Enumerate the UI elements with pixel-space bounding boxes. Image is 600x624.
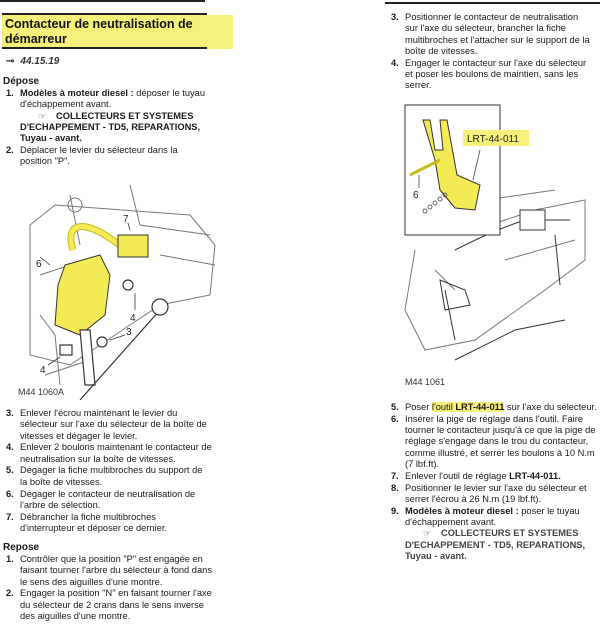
list-item: 4. Engager le contacteur sur l'axe du sél… — [385, 58, 593, 92]
item-text: sur l'axe du sélecteur. — [504, 402, 597, 412]
item-text: Dégager la fiche multibroches du support… — [20, 465, 203, 487]
figure-setting-tool: LRT-44-011 6 — [404, 104, 586, 361]
callout-label: 3 — [126, 327, 132, 338]
item-number: 6. — [391, 413, 399, 424]
list-item: 1. Contrôler que la position "P" est enga… — [0, 554, 212, 588]
item-number: 5. — [391, 402, 399, 412]
list-item: 7. Débrancher la fiche multibroches d'int… — [0, 512, 212, 535]
depose-list-continued: 3. Enlever l'écrou maintenant le levier d… — [0, 408, 212, 535]
item-number: 8. — [391, 482, 399, 493]
title-rule-top — [2, 13, 207, 15]
item-number: 7. — [391, 470, 399, 481]
repose-list-final: 5. Poser l'outil LRT-44-011 sur l'axe du … — [385, 402, 597, 563]
list-item: 6. Insérer la pige de réglage dans l'outi… — [385, 414, 597, 470]
figure-caption: M44 1061 — [405, 377, 446, 387]
item-number: 4. — [6, 442, 14, 453]
repose-list: 1. Contrôler que la position "P" est enga… — [0, 554, 212, 623]
item-text: Positionner le levier sur l'axe du sélec… — [405, 482, 587, 504]
item-text: Engager la position "N" en faisant tourn… — [20, 588, 212, 621]
list-item: 2. Déplacer le levier du sélecteur dans l… — [0, 145, 208, 168]
list-item: 5. Dégager la fiche multibroches du suppo… — [0, 465, 212, 488]
callout-label: 6 — [36, 259, 42, 270]
wrench-icon: ⊸ — [6, 56, 15, 67]
item-number: 1. — [6, 88, 14, 98]
list-item: 9. Modèles à moteur diesel : poser le tuy… — [385, 506, 597, 562]
item-text: Poser — [405, 402, 432, 412]
item-number: 7. — [6, 511, 14, 522]
item-text: Insérer la pige de réglage dans l'outil.… — [405, 413, 596, 469]
list-item: 5. Poser l'outil LRT-44-011 sur l'axe du … — [385, 402, 597, 413]
list-item: 6. Dégager le contacteur de neutralisatio… — [0, 489, 212, 512]
cross-reference-link[interactable]: COLLECTEURS ET SYSTEMES D'ECHAPPEMENT - … — [20, 110, 201, 144]
list-item: 2. Engager la position "N" en faisant tou… — [0, 588, 212, 622]
item-text: Dégager le contacteur de neutralisation … — [20, 488, 196, 510]
item-text: Contrôler que la position "P" est engagé… — [20, 554, 212, 587]
item-number: 2. — [6, 588, 14, 599]
item-number: 2. — [6, 144, 14, 155]
tool-label: LRT-44-011 — [467, 134, 519, 145]
item-text: Engager le contacteur sur l'axe du sélec… — [405, 57, 587, 91]
item-text: l'outil — [431, 402, 456, 412]
depose-heading: Dépose — [3, 76, 40, 87]
item-number: 9. — [391, 505, 399, 516]
item-number: 5. — [6, 465, 14, 476]
depose-list: 1. Modèles à moteur diesel : déposer le t… — [0, 88, 208, 168]
item-text: poser le tuyau d'échappement avant. — [405, 505, 580, 527]
pointing-hand-icon: ☞ — [38, 110, 47, 121]
callout-label: 4 — [130, 313, 136, 324]
item-bold: Modèles à moteur diesel : — [405, 505, 519, 516]
item-number: 4. — [391, 57, 399, 68]
item-text: Enlever l'écrou maintenant le levier du … — [20, 408, 207, 441]
multi-pin-connector — [117, 234, 149, 258]
title-rule-bottom — [2, 47, 207, 49]
callout-label: 7 — [123, 214, 129, 225]
list-item: 1. Modèles à moteur diesel : déposer le t… — [0, 88, 208, 144]
item-number: 1. — [6, 554, 14, 564]
figure-neutral-switch: 6 7 4 3 4 — [29, 185, 216, 400]
highlighted-tool-ref: l'outil LRT-44-011 — [431, 402, 505, 412]
item-text: Enlever l'outil de réglage — [405, 470, 510, 481]
page-title: Contacteur de neutralisation de démarreu… — [2, 15, 233, 49]
cross-reference-link[interactable]: COLLECTEURS ET SYSTEMES D'ECHAPPEMENT - … — [405, 528, 586, 561]
item-bold: Modèles à moteur diesel : — [20, 88, 134, 98]
callout-label: 6 — [413, 190, 419, 201]
operation-number: 44.15.19 — [20, 56, 60, 67]
item-number: 6. — [6, 488, 14, 499]
list-item: 3. Positionner le contacteur de neutralis… — [385, 12, 593, 57]
callout-label: 4 — [40, 365, 46, 376]
top-rule-left — [0, 0, 205, 2]
item-text: Débrancher la fiche multibroches d'inter… — [20, 511, 167, 533]
list-item: 4. Enlever 2 boulons maintenant le contac… — [0, 442, 212, 465]
tool-code: LRT-44-011. — [509, 470, 561, 481]
item-text: Enlever 2 boulons maintenant le contacte… — [20, 442, 212, 464]
list-item: 7. Enlever l'outil de réglage LRT-44-011. — [385, 471, 597, 482]
pointing-hand-icon: ☞ — [423, 528, 432, 539]
item-text: Positionner le contacteur de neutralisat… — [405, 12, 590, 56]
item-text: déposer le tuyau d'échappement avant. — [20, 88, 205, 110]
repose-list-continued: 3. Positionner le contacteur de neutralis… — [385, 12, 593, 92]
list-item: 3. Enlever l'écrou maintenant le levier d… — [0, 408, 212, 442]
tool-code: LRT-44-011 — [455, 402, 505, 412]
item-number: 3. — [6, 408, 14, 418]
neutral-switch-body — [54, 254, 111, 336]
setting-tool — [422, 119, 481, 211]
operation-ref: ⊸ 44.15.19 — [6, 56, 59, 67]
figure-caption: M44 1060A — [18, 387, 65, 397]
repose-heading: Repose — [3, 542, 40, 553]
item-text: Déplacer le levier du sélecteur dans la … — [20, 144, 178, 167]
item-number: 3. — [391, 12, 399, 22]
list-item: 8. Positionner le levier sur l'axe du sél… — [385, 483, 597, 506]
top-rule-right — [385, 2, 600, 4]
